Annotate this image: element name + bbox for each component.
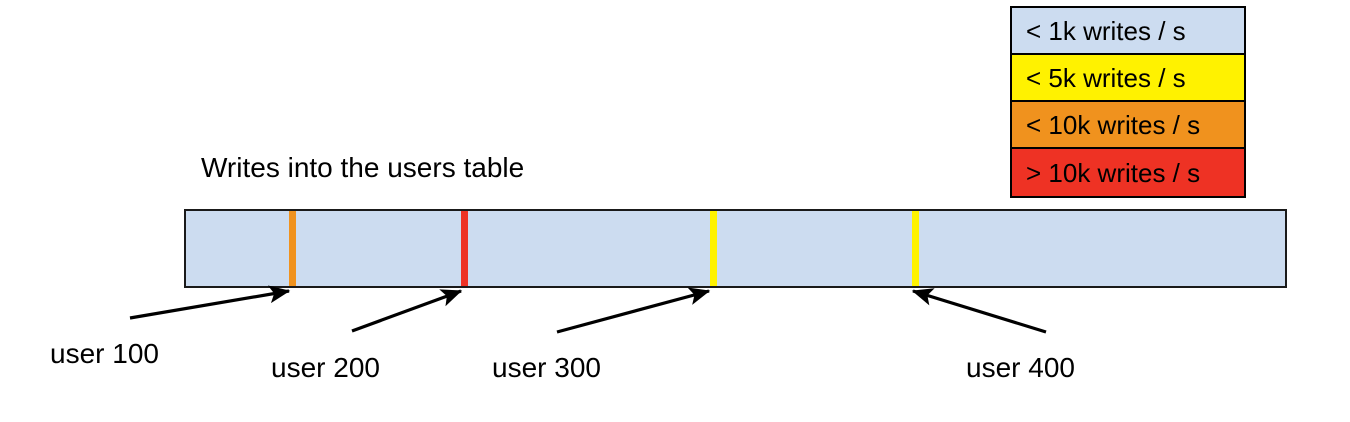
legend-row-0: < 1k writes / s — [1012, 8, 1244, 55]
user-300-stripe — [710, 211, 717, 286]
user-100-arrow — [129, 285, 291, 320]
legend-label-0: < 1k writes / s — [1026, 15, 1186, 46]
legend-row-1: < 5k writes / s — [1012, 55, 1244, 102]
legend-label-1: < 5k writes / s — [1026, 62, 1186, 93]
user-200-arrow — [351, 289, 463, 333]
user-100-stripe — [289, 211, 296, 286]
legend-row-3: > 10k writes / s — [1012, 149, 1244, 196]
chart-title: Writes into the users table — [201, 152, 525, 183]
user-400-arrow — [911, 288, 1047, 334]
legend-row-2: < 10k writes / s — [1012, 102, 1244, 149]
legend-label-2: < 10k writes / s — [1026, 109, 1201, 140]
legend-label-3: > 10k writes / s — [1026, 157, 1201, 188]
legend: < 1k writes / s < 5k writes / s < 10k wr… — [1010, 6, 1246, 198]
user-400-stripe — [912, 211, 919, 286]
user-400-label: user 400 — [966, 352, 1075, 383]
users-table-keyspace-bar — [184, 209, 1287, 288]
user-100-label: user 100 — [50, 338, 159, 369]
user-200-label: user 200 — [271, 352, 380, 383]
user-200-stripe — [461, 211, 468, 286]
user-300-label: user 300 — [492, 352, 601, 383]
user-300-arrow — [556, 287, 711, 334]
